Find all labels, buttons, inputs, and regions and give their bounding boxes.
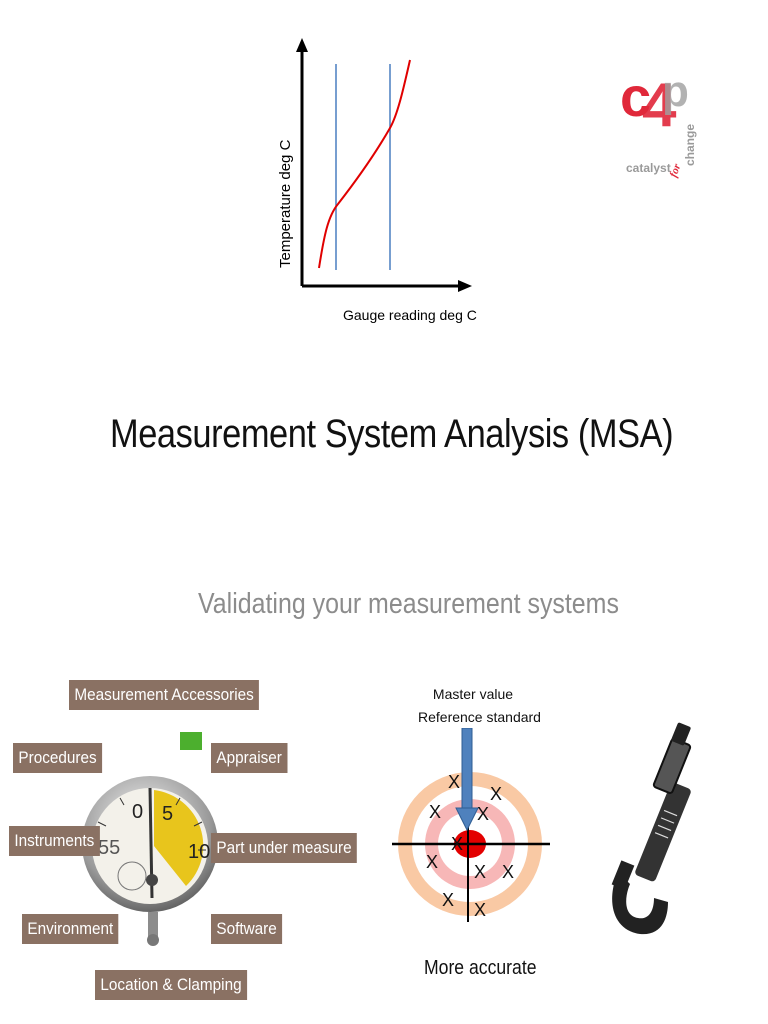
dial-number-5: 5 <box>162 803 173 825</box>
arrow-head <box>455 807 479 832</box>
target-mark: X <box>451 834 463 854</box>
arrow-shaft <box>461 728 473 811</box>
micrometer-frame <box>612 872 668 935</box>
master-value-label: Master value <box>432 686 514 702</box>
logo-p-glyph: p <box>662 67 689 116</box>
dial-number-0: 0 <box>132 801 143 823</box>
tag-procedures: Procedures <box>13 743 103 773</box>
target-mark: X <box>474 862 486 882</box>
calibration-chart: Temperature deg C Gauge reading deg C <box>277 38 477 323</box>
calibration-curve <box>318 59 411 269</box>
gauge-yellow-sector <box>154 790 204 886</box>
tag-appraiser: Appraiser <box>211 743 288 773</box>
micrometer-thimble <box>652 738 692 794</box>
tag-part-under-measure: Part under measure <box>211 833 358 863</box>
y-axis-label: Temperature deg C <box>277 139 294 268</box>
more-accurate-caption: More accurate <box>424 957 537 979</box>
gauge-stem <box>148 912 158 938</box>
tag-instruments: Instruments <box>9 826 100 856</box>
target-mark: X <box>429 802 441 822</box>
micrometer-anvil <box>611 860 635 890</box>
target-mark: X <box>477 804 489 824</box>
target-mark: X <box>426 852 438 872</box>
slide-subtitle: Validating your measurement systems <box>198 588 619 620</box>
gauge-green-cap <box>180 732 202 750</box>
reference-standard-label: Reference standard <box>418 709 541 725</box>
logo-tagline-catalyst: catalyst <box>626 161 671 175</box>
y-axis-arrow <box>296 38 308 52</box>
dial-number-55: 55 <box>98 837 120 859</box>
dial-number-10: 10 <box>188 841 210 863</box>
gauge-small-dial <box>117 861 147 891</box>
tag-software: Software <box>211 914 283 944</box>
logo-4-glyph: 4 <box>642 71 677 140</box>
gauge-hub <box>146 874 158 886</box>
tag-measurement-accessories: Measurement Accessories <box>69 680 260 710</box>
target-mark: X <box>448 772 460 792</box>
x-axis-label: Gauge reading deg C <box>343 307 477 323</box>
dial-gauge-image: 0 5 10 55 <box>82 732 218 946</box>
micrometer-icon <box>611 722 692 935</box>
logo-c-glyph: c <box>620 65 651 128</box>
logo-tagline-change: change <box>683 124 697 166</box>
target-mark: X <box>474 900 486 920</box>
x-axis-arrow <box>458 280 472 292</box>
slide-title: Measurement System Analysis (MSA) <box>110 412 674 456</box>
c4p-logo: c 4 p catalyst for change <box>620 65 697 179</box>
accuracy-target: X X X X X X X X X X <box>392 728 550 922</box>
tag-location-clamping: Location & Clamping <box>95 970 247 1000</box>
target-mark: X <box>502 862 514 882</box>
tag-environment: Environment <box>22 914 119 944</box>
target-mark: X <box>442 890 454 910</box>
target-mark: X <box>490 784 502 804</box>
logo-tagline-for: for <box>668 162 684 179</box>
gauge-tip <box>147 934 159 946</box>
micrometer-sleeve <box>635 782 691 882</box>
micrometer-ratchet <box>671 722 691 746</box>
